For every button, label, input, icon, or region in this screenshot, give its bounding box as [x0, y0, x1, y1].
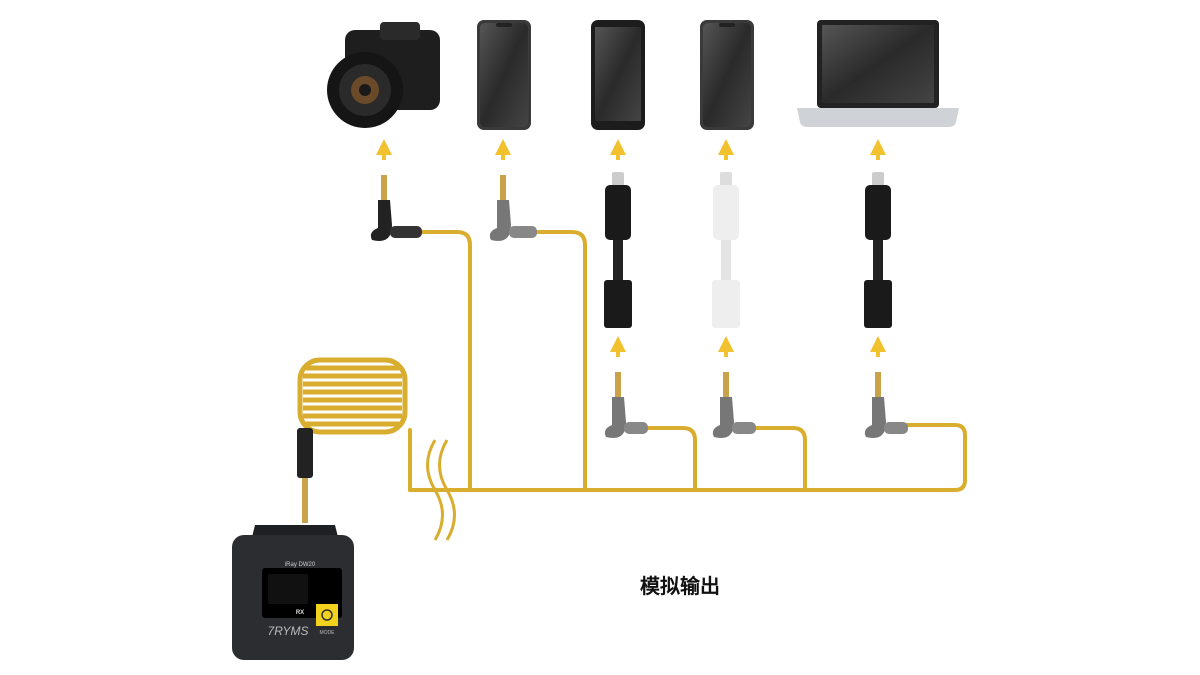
break-mark [426, 439, 456, 541]
jack-adapter-2 [712, 372, 756, 438]
usb-c-adapter-2 [864, 172, 892, 328]
jack-phone-1 [489, 175, 537, 241]
receiver-brand: 7RYMS [268, 624, 309, 638]
receiver-mode-label: MODE [320, 630, 336, 636]
receiver: iRay DW20 RX 7RYMS MODE [232, 525, 354, 660]
receiver-screen-label: RX [296, 610, 304, 616]
smartphone-2 [591, 20, 645, 130]
jack-adapter-3 [864, 372, 908, 438]
receiver-jack [297, 428, 313, 523]
smartphone-3 [700, 20, 754, 130]
coiled-cable [297, 357, 408, 435]
jack-adapter-1 [604, 372, 648, 438]
jack-camera [370, 175, 422, 241]
smartphone-1 [477, 20, 531, 130]
caption-analog-output: 模拟输出 [640, 574, 720, 598]
receiver-model: iRay DW20 [285, 562, 316, 568]
arrows-to-devices [376, 139, 886, 357]
usb-c-adapter-1 [604, 172, 632, 328]
cables [303, 230, 967, 492]
lightning-adapter [712, 172, 740, 328]
laptop [797, 20, 959, 127]
camera [327, 22, 440, 128]
